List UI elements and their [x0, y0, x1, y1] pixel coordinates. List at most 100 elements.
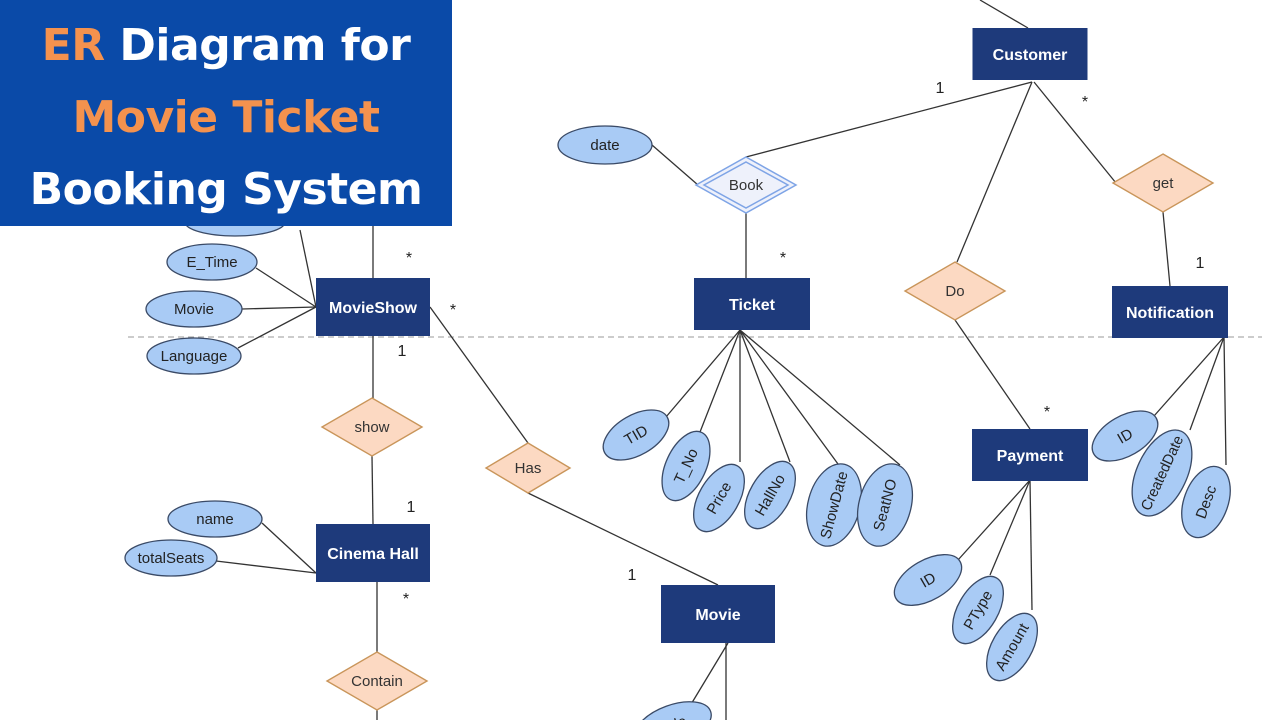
connector-ms_movie [241, 306, 317, 310]
connector-movie_attr [689, 642, 729, 707]
relationship-do[interactable]: Do [903, 261, 1007, 321]
relationship-show[interactable]: show [320, 397, 424, 457]
entity-notification[interactable]: Notification [1112, 286, 1228, 338]
relationship-shape [320, 397, 424, 457]
attribute-shape [124, 539, 218, 577]
attribute-shape [146, 337, 242, 375]
attribute-shape [952, 575, 1004, 645]
attribute-shape [1181, 465, 1231, 539]
connector-amount [1029, 479, 1033, 611]
cardinality-movieshow-top: * [406, 250, 412, 267]
connector-showdate [739, 329, 839, 465]
connector-ptype [989, 479, 1031, 576]
attribute-date[interactable]: date [557, 125, 653, 165]
entity-shape [661, 585, 775, 643]
entity-shape [316, 278, 430, 336]
attribute-shape [602, 409, 670, 461]
connector-notif_id [1153, 336, 1225, 417]
connector-show-cinemahall [371, 455, 374, 525]
attribute-movie_attr[interactable]: Title [629, 693, 718, 720]
title-accent-er: ER [41, 20, 105, 71]
connector-has-movie [527, 492, 719, 586]
entity-shape [1112, 286, 1228, 338]
entity-label: MovieShow [329, 300, 418, 317]
entity-shape [316, 524, 430, 582]
attribute-showdate[interactable]: ShowDate [798, 458, 870, 553]
connector-language [237, 306, 317, 349]
attribute-ptype[interactable]: PType [942, 568, 1014, 652]
title-line-1: ER Diagram for [0, 10, 452, 82]
entity-label: Payment [997, 448, 1064, 465]
attribute-seatno[interactable]: SeatNO [849, 458, 921, 553]
relationship-contain[interactable]: Contain [325, 651, 429, 711]
attribute-label: Language [161, 348, 228, 365]
entity-customer[interactable]: Customer [972, 28, 1088, 80]
attribute-pay_id[interactable]: ID [886, 544, 970, 616]
connector-name [261, 522, 317, 574]
cardinality-book-ticket: * [780, 250, 786, 267]
attribute-label: E_Time [186, 254, 237, 271]
connector-movieshow-has [429, 306, 529, 444]
entity-label: Cinema Hall [327, 546, 419, 563]
attribute-shape [893, 554, 963, 606]
entity-ticket[interactable]: Ticket [694, 278, 810, 330]
attribute-e_time[interactable]: E_Time [166, 243, 258, 281]
connector-t_no [699, 329, 741, 433]
cardinality-cust-get: * [1082, 94, 1088, 111]
attribute-label: Title [657, 713, 689, 720]
title-line-3: Booking System [29, 164, 423, 215]
attribute-shape [1091, 410, 1159, 462]
relationship-label: Do [945, 283, 964, 300]
cardinality-show-cinemahall: 1 [407, 499, 416, 516]
entity-shape [972, 429, 1088, 481]
attribute-label: Movie [174, 301, 214, 318]
relationship-has[interactable]: Has [484, 442, 572, 494]
attribute-label: name [196, 511, 234, 528]
attribute-desc[interactable]: Desc [1173, 460, 1240, 545]
title-banner: ER Diagram for Movie Ticket Booking Syst… [0, 0, 452, 226]
cardinality-do-payment: * [1044, 404, 1050, 421]
relationship-label: show [354, 419, 389, 436]
entity-payment[interactable]: Payment [972, 429, 1088, 481]
connector-customer-offscreen [979, 0, 1029, 29]
attribute-shape [661, 430, 711, 502]
cardinality-cust-book: 1 [936, 80, 945, 97]
attribute-totalseats[interactable]: totalSeats [124, 539, 218, 577]
attribute-shape [145, 290, 243, 328]
connector-customer-do [956, 81, 1033, 263]
relationship-book[interactable]: Book [694, 156, 798, 214]
cardinality-movieshow-show: 1 [398, 343, 407, 360]
relationship-get[interactable]: get [1111, 153, 1215, 213]
entity-shape [972, 28, 1088, 80]
attribute-notif_id[interactable]: ID [1084, 401, 1166, 472]
relationship-shape [325, 651, 429, 711]
attribute-price[interactable]: Price [683, 456, 755, 540]
cardinality-movieshow-has: * [450, 302, 456, 319]
attribute-t_no[interactable]: T_No [652, 424, 720, 508]
connector-seatno [739, 329, 901, 466]
attribute-shape [744, 460, 796, 530]
connector-desc [1223, 336, 1227, 466]
connector-totalseats [215, 560, 317, 574]
connector-e_time [255, 267, 317, 308]
relationship-shape [1111, 153, 1215, 213]
attribute-name[interactable]: name [167, 500, 263, 538]
cardinality-has-movie: 1 [628, 567, 637, 584]
attribute-ms_movie[interactable]: Movie [145, 290, 243, 328]
attribute-hallno[interactable]: HallNo [734, 453, 806, 537]
cardinality-get-notification: 1 [1196, 255, 1205, 272]
connector-date-book [651, 144, 699, 186]
attribute-tid[interactable]: TID [595, 400, 677, 471]
relationship-label: Contain [351, 673, 403, 690]
attribute-createddate[interactable]: CreatedDate [1120, 421, 1204, 526]
entity-shape [694, 278, 810, 330]
attribute-shape [634, 701, 712, 720]
connector-do-payment [954, 319, 1031, 430]
entity-movieshow[interactable]: MovieShow [316, 278, 430, 336]
entity-cinemahall[interactable]: Cinema Hall [316, 524, 430, 582]
entity-movie[interactable]: Movie [661, 585, 775, 643]
attribute-shape [557, 125, 653, 165]
attribute-language[interactable]: Language [146, 337, 242, 375]
attribute-label: totalSeats [138, 550, 205, 567]
